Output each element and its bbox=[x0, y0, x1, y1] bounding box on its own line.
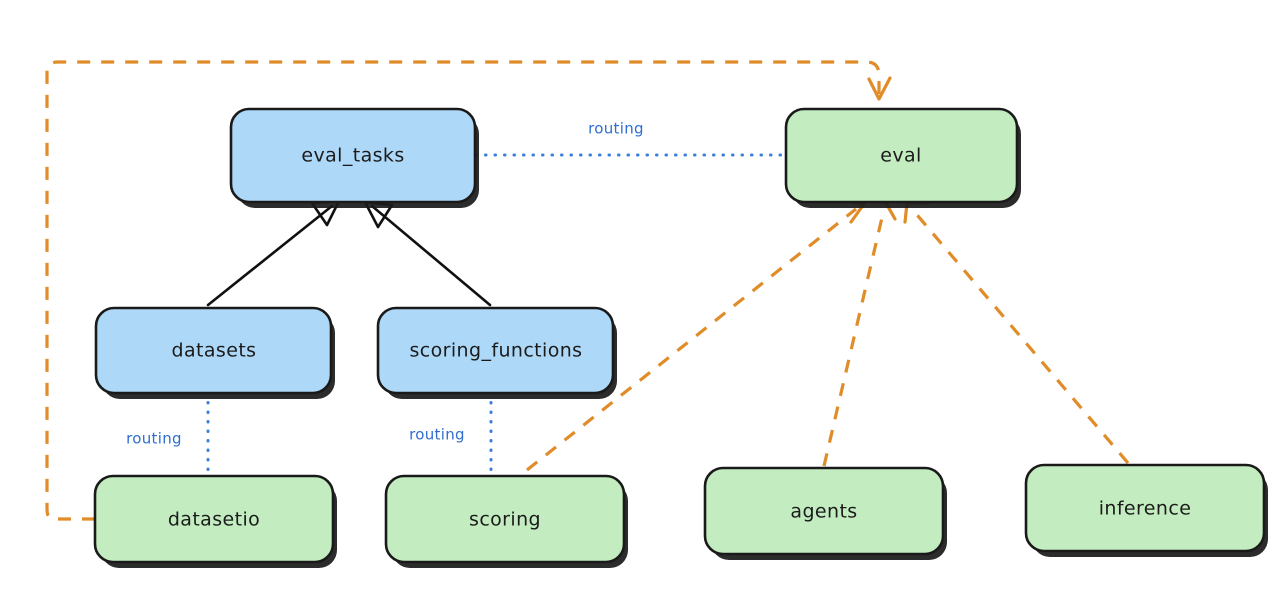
node-datasetio-body bbox=[93, 474, 335, 564]
node-scoring-functions-body bbox=[376, 306, 615, 395]
node-scoring-label: scoring bbox=[469, 509, 541, 531]
node-scoring-functions[interactable]: scoring_functions bbox=[376, 306, 617, 399]
node-scoring[interactable]: scoring bbox=[384, 474, 628, 568]
edge-label-routing-scoring-functions: routing bbox=[409, 426, 465, 444]
node-datasets-body bbox=[94, 306, 333, 395]
node-inference[interactable]: inference bbox=[1024, 463, 1268, 557]
node-eval-tasks-label: eval_tasks bbox=[301, 145, 404, 167]
node-inference-body bbox=[1024, 463, 1266, 553]
edge-agents-to-eval bbox=[822, 198, 897, 467]
edge-label-routing-eval-tasks: routing bbox=[588, 120, 644, 138]
node-layer: eval_tasks eval datasets scoring_functio… bbox=[93, 107, 1268, 568]
edge-inference-to-eval bbox=[903, 201, 1130, 465]
node-datasetio-label: datasetio bbox=[168, 509, 260, 531]
node-eval-tasks[interactable]: eval_tasks bbox=[229, 107, 479, 208]
node-agents[interactable]: agents bbox=[703, 466, 947, 560]
node-agents-body bbox=[703, 466, 945, 556]
node-scoring-body bbox=[384, 474, 626, 564]
edge-datasetio-to-eval bbox=[45, 60, 892, 521]
edge-label-layer: routing routing routing bbox=[126, 120, 644, 448]
node-eval[interactable]: eval bbox=[784, 107, 1021, 208]
node-datasetio[interactable]: datasetio bbox=[93, 474, 337, 568]
edge-scoring_functions-to-eval_tasks bbox=[363, 200, 492, 307]
edge-label-routing-datasets: routing bbox=[126, 430, 182, 448]
node-inference-label: inference bbox=[1099, 498, 1192, 520]
node-datasets[interactable]: datasets bbox=[94, 306, 335, 399]
node-eval-body bbox=[784, 107, 1019, 204]
node-agents-label: agents bbox=[790, 501, 857, 523]
node-eval-label: eval bbox=[880, 145, 921, 167]
node-datasets-label: datasets bbox=[172, 340, 257, 362]
edge-datasets-to-eval_tasks bbox=[206, 199, 341, 307]
node-scoring-functions-label: scoring_functions bbox=[410, 340, 583, 362]
node-eval-tasks-body bbox=[229, 107, 477, 204]
